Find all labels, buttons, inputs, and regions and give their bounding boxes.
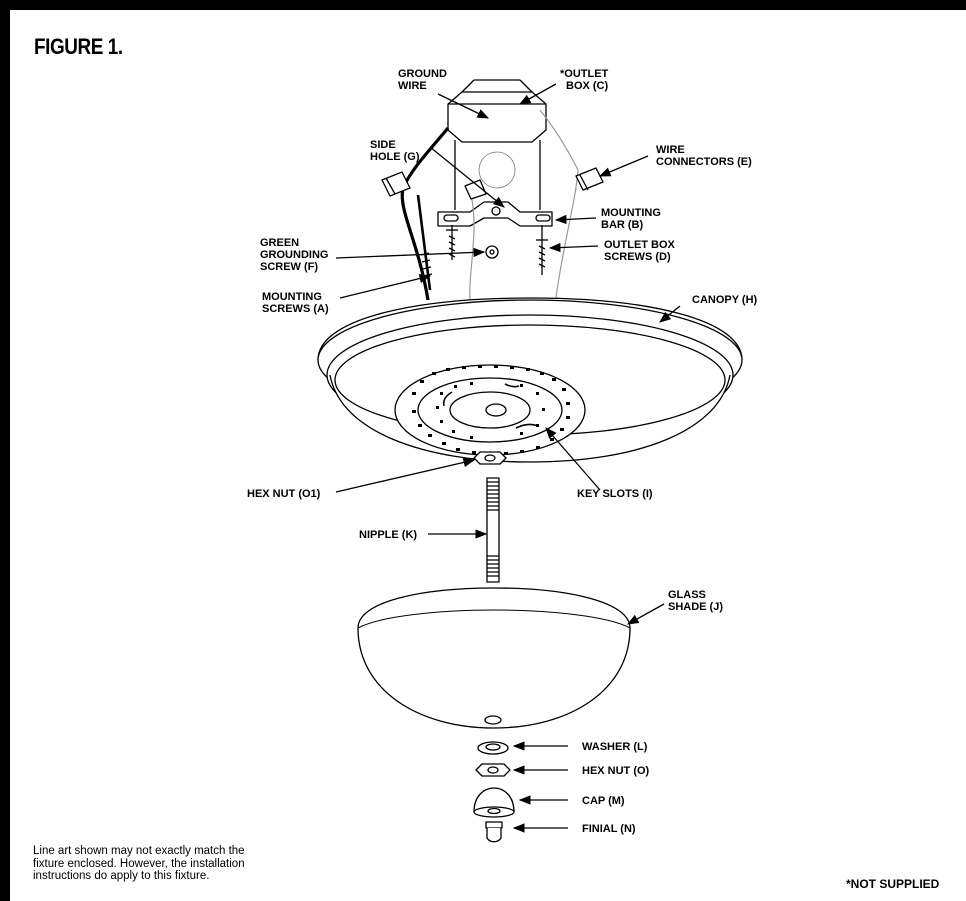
outlet-box-screw-left [446, 225, 458, 260]
mounting-bar-shape [437, 201, 553, 227]
label-washer: WASHER (L) [582, 741, 648, 753]
label-finial: FINIAL (N) [582, 823, 636, 835]
led-array [412, 365, 570, 455]
finial-shape [485, 821, 503, 843]
wire-connector-left [381, 171, 411, 197]
hex-nut-o1-shape [473, 451, 507, 465]
label-canopy: CANOPY (H) [692, 294, 758, 306]
not-supplied-footnote: *NOT SUPPLIED [846, 877, 940, 891]
label-cap: CAP (M) [582, 795, 625, 807]
hex-nut-o-shape [475, 763, 511, 777]
wire-connector-right [575, 167, 604, 191]
washer-shape [477, 741, 509, 755]
key-slot-marks [442, 383, 539, 429]
label-hex-nut-o: HEX NUT (O) [582, 765, 650, 777]
outlet-box-shape [447, 79, 547, 210]
figure-title: FIGURE 1. [34, 34, 123, 59]
gray-wire-left [469, 189, 475, 301]
side-hole-connector [464, 179, 487, 200]
label-hex-nut-o1: HEX NUT (O1) [247, 488, 321, 500]
label-nipple: NIPPLE (K) [359, 529, 418, 541]
gray-wire-right [539, 109, 579, 299]
canopy-shape [317, 297, 743, 463]
grounding-screw-shape [485, 245, 499, 259]
disclaimer-note: Line art shown may not exactly match the… [33, 845, 245, 882]
glass-shade-shape [357, 587, 631, 729]
nipple-shape [486, 477, 500, 583]
outlet-box-screw-right [536, 225, 548, 275]
cap-shape [473, 787, 515, 818]
label-key-slots: KEY SLOTS (I) [577, 488, 653, 500]
